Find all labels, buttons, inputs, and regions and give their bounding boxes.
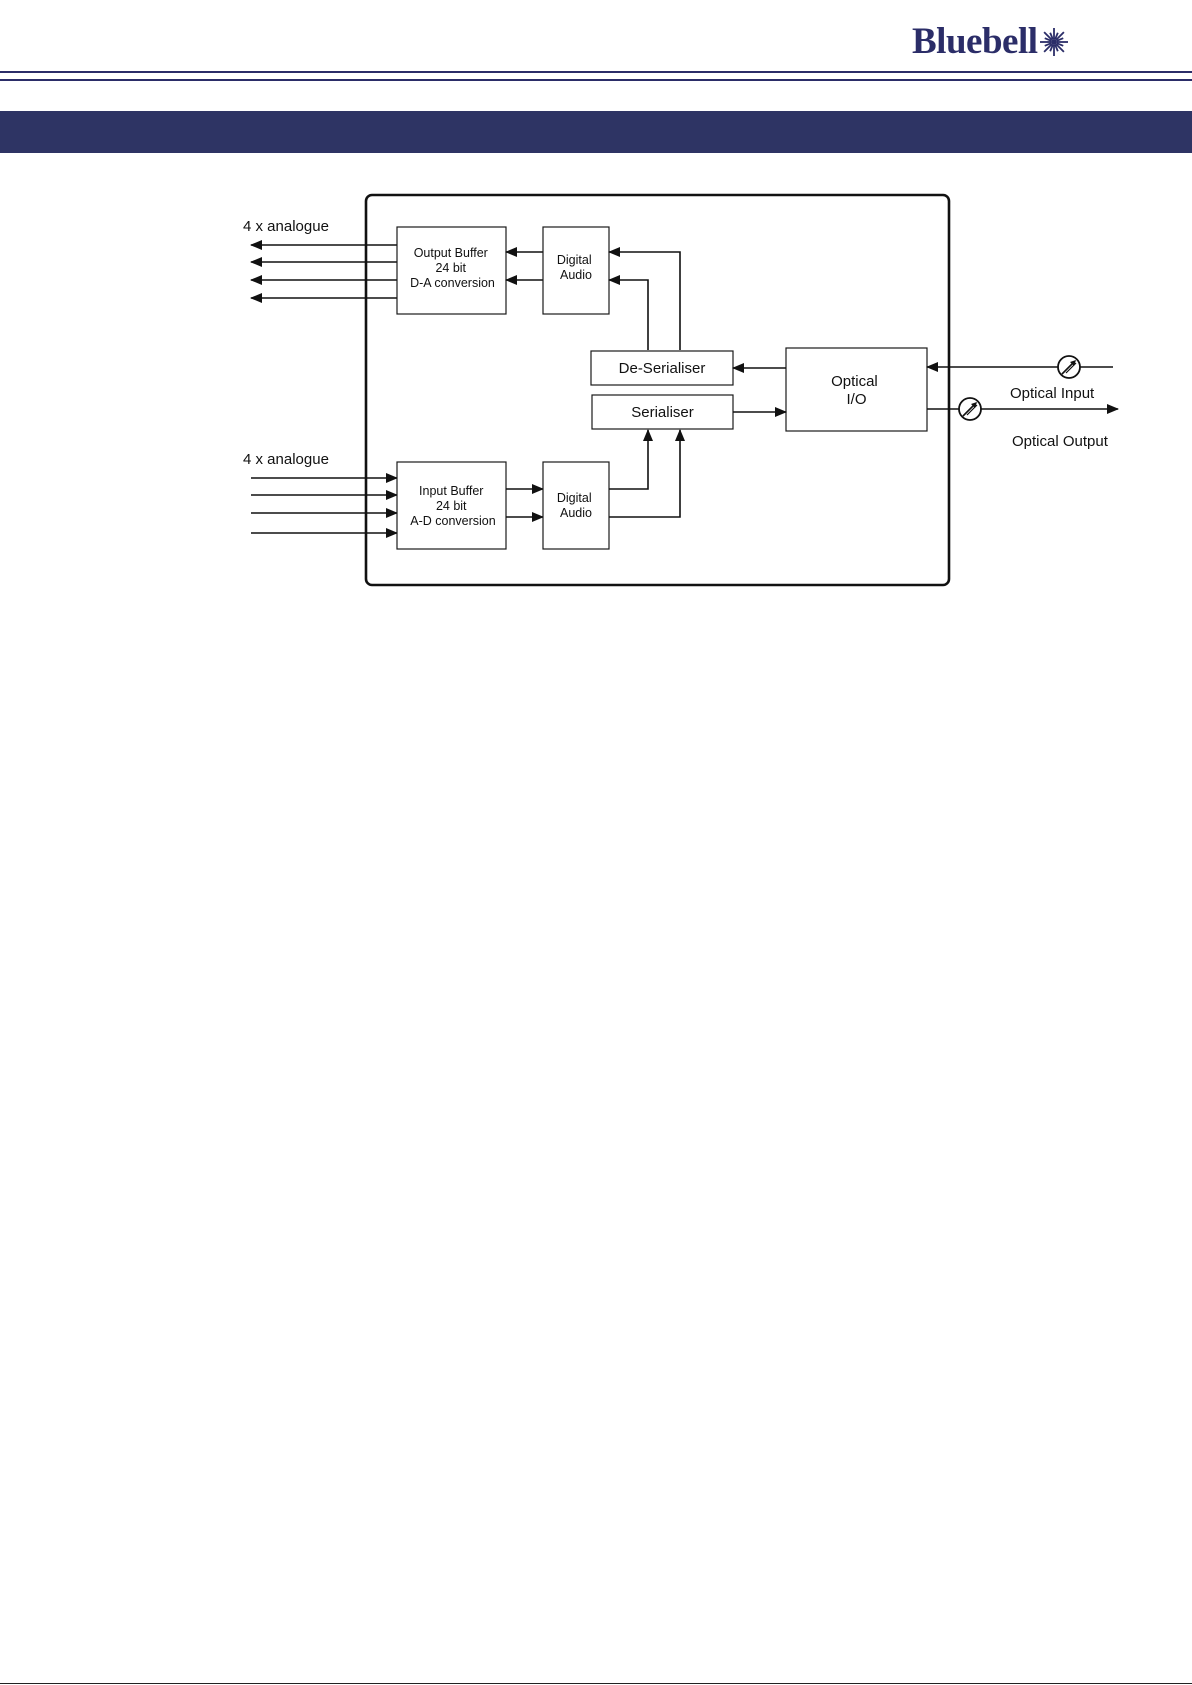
de-serialiser-label: De-Serialiser	[619, 360, 706, 377]
optical-output-label: Optical Output	[1012, 433, 1109, 450]
da-to-ser-path-1	[609, 430, 648, 489]
serialiser-label: Serialiser	[631, 404, 694, 421]
analogue-in-label: 4 x analogue	[243, 451, 329, 468]
da-to-ser-path-2	[609, 430, 680, 517]
deser-to-da-path-2	[609, 280, 648, 350]
block-diagram: 4 x analogue Output Buffer 24 bit D-A co…	[0, 0, 1192, 600]
digital-audio-top-label: Digital Audio	[557, 253, 595, 282]
optical-input-label: Optical Input	[1010, 385, 1095, 402]
fiber-connector-icon	[1058, 356, 1080, 378]
fiber-connector-icon	[959, 398, 981, 420]
deser-to-da-path-1	[609, 252, 680, 350]
footer-rule	[0, 1683, 1192, 1684]
analogue-out-label: 4 x analogue	[243, 218, 329, 235]
digital-audio-bottom-label: Digital Audio	[557, 491, 595, 520]
